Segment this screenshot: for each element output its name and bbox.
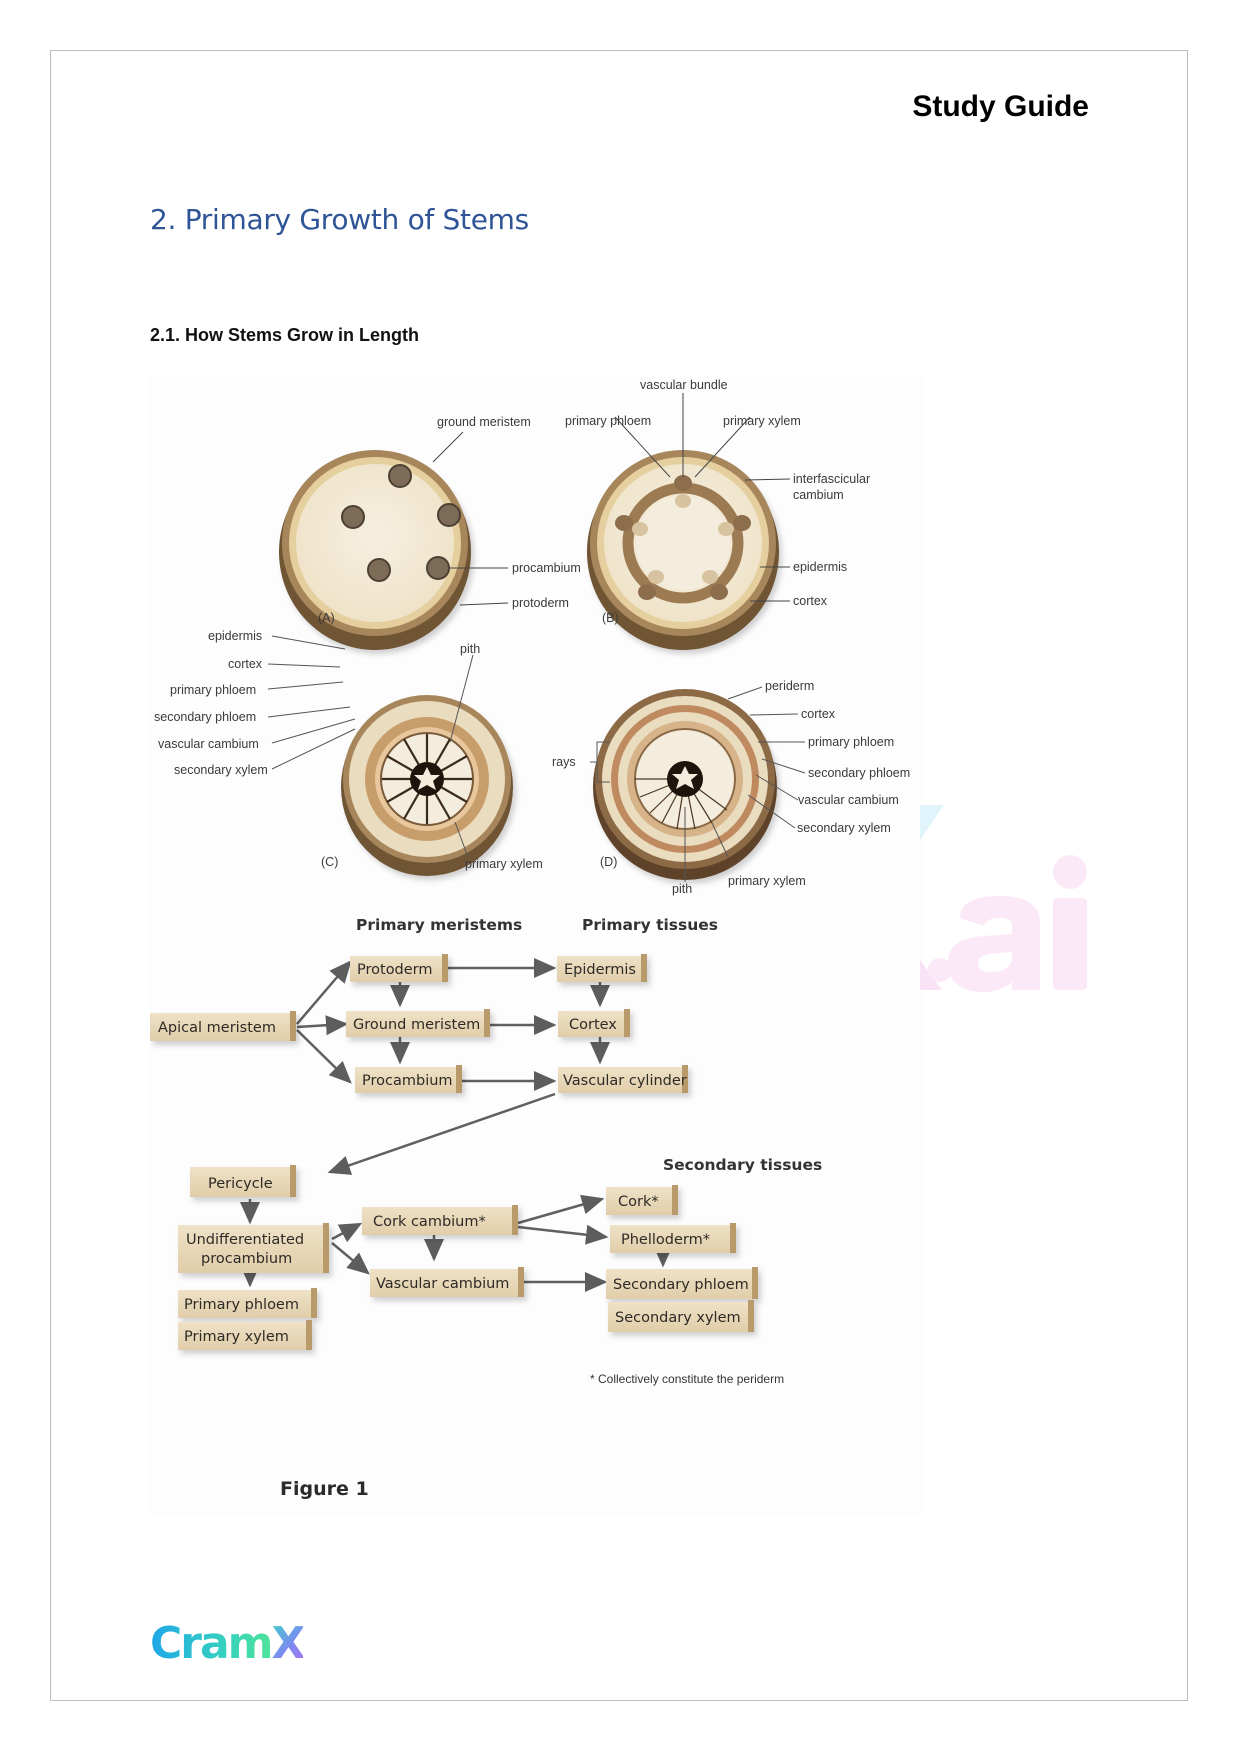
callout-protoderm: protoderm xyxy=(512,596,569,610)
panel-d-stem-section: periderm cortex primary phloem secondary… xyxy=(552,679,910,896)
panel-b-label: (B) xyxy=(602,611,619,625)
panel-a-stem-section: ground meristem procambium protoderm (A) xyxy=(279,415,581,650)
logo-text-x: X xyxy=(271,1618,306,1669)
svg-text:Vascular cylinder: Vascular cylinder xyxy=(563,1073,687,1089)
box-epidermis: Epidermis xyxy=(557,954,647,982)
box-vascular-cambium: Vascular cambium xyxy=(370,1267,524,1297)
box-cortex: Cortex xyxy=(558,1009,630,1037)
figure-1: ground meristem procambium protoderm (A) xyxy=(150,377,922,1514)
box-phelloderm: Phelloderm* xyxy=(610,1223,736,1253)
watermark-ai xyxy=(920,805,1087,992)
cramx-logo: CramX xyxy=(150,1618,306,1669)
svg-text:Vascular cambium: Vascular cambium xyxy=(376,1276,509,1292)
svg-text:Ground meristem: Ground meristem xyxy=(353,1017,480,1033)
callout-cambium: cambium xyxy=(793,488,844,502)
callout-secondary-xylem: secondary xylem xyxy=(174,763,268,777)
panel-c-label: (C) xyxy=(321,855,338,869)
box-cork: Cork* xyxy=(606,1185,678,1215)
svg-text:Procambium: Procambium xyxy=(362,1073,453,1089)
header-primary-tissues: Primary tissues xyxy=(582,916,718,934)
header-primary-meristems: Primary meristems xyxy=(356,916,522,934)
panel-b-stem-section: vascular bundle primary phloem primary x… xyxy=(565,378,870,650)
logo-text-cram: Cram xyxy=(150,1618,274,1669)
subsection-title: 2.1. How Stems Grow in Length xyxy=(150,325,420,345)
box-vascular-cylinder: Vascular cylinder xyxy=(558,1065,688,1093)
callout-procambium: procambium xyxy=(512,561,581,575)
panel-d-label: (D) xyxy=(600,855,617,869)
box-primary-phloem: Primary phloem xyxy=(178,1288,317,1318)
callout-vascular-cambium: vascular cambium xyxy=(798,793,899,807)
callout-secondary-xylem: secondary xylem xyxy=(797,821,891,835)
callout-primary-xylem: primary xylem xyxy=(723,414,801,428)
box-ground-meristem: Ground meristem xyxy=(346,1009,490,1037)
stem-growth-diagram: ground meristem procambium protoderm (A) xyxy=(150,378,910,1500)
tissue-flowchart: Primary meristems Primary tissues Second… xyxy=(150,916,822,1386)
box-protoderm: Protoderm xyxy=(350,954,448,982)
svg-text:procambium: procambium xyxy=(201,1251,292,1267)
callout-rays: rays xyxy=(552,755,576,769)
svg-text:Epidermis: Epidermis xyxy=(564,962,636,978)
callout-cortex: cortex xyxy=(228,657,263,671)
callout-ground-meristem: ground meristem xyxy=(437,415,531,429)
svg-text:Apical meristem: Apical meristem xyxy=(158,1020,276,1036)
callout-primary-xylem: primary xylem xyxy=(728,874,806,888)
callout-secondary-phloem: secondary phloem xyxy=(154,710,256,724)
svg-text:Undifferentiated: Undifferentiated xyxy=(186,1232,304,1248)
callout-primary-phloem: primary phloem xyxy=(170,683,256,697)
svg-text:Secondary phloem: Secondary phloem xyxy=(613,1277,749,1293)
callout-pith: pith xyxy=(460,642,480,656)
figure-caption: Figure 1 xyxy=(280,1478,369,1500)
box-secondary-phloem: Secondary phloem xyxy=(606,1267,758,1299)
callout-vascular-bundle: vascular bundle xyxy=(640,378,728,392)
box-procambium: Procambium xyxy=(355,1065,462,1093)
svg-text:Cortex: Cortex xyxy=(569,1017,617,1033)
box-apical-meristem: Apical meristem xyxy=(150,1011,296,1041)
panel-c-stem-section: pith epidermis cortex primary phloem sec… xyxy=(154,629,543,876)
svg-text:Cork cambium*: Cork cambium* xyxy=(373,1214,486,1230)
callout-cortex: cortex xyxy=(801,707,836,721)
svg-text:Pericycle: Pericycle xyxy=(208,1176,273,1192)
svg-text:Cork*: Cork* xyxy=(618,1194,659,1210)
page-frame xyxy=(50,50,1188,1701)
svg-text:Secondary xylem: Secondary xylem xyxy=(615,1310,741,1326)
callout-periderm: periderm xyxy=(765,679,814,693)
svg-text:Protoderm: Protoderm xyxy=(357,962,433,978)
section-title: 2. Primary Growth of Stems xyxy=(150,203,529,236)
callout-pith: pith xyxy=(672,882,692,896)
svg-text:Primary phloem: Primary phloem xyxy=(184,1297,299,1313)
box-cork-cambium: Cork cambium* xyxy=(362,1205,518,1235)
callout-epidermis: epidermis xyxy=(208,629,262,643)
box-undifferentiated-procambium: Undifferentiated procambium xyxy=(178,1223,329,1273)
callout-cortex: cortex xyxy=(793,594,828,608)
svg-text:Phelloderm*: Phelloderm* xyxy=(621,1232,710,1248)
box-primary-xylem: Primary xylem xyxy=(178,1320,312,1350)
callout-secondary-phloem: secondary phloem xyxy=(808,766,910,780)
callout-primary-phloem: primary phloem xyxy=(565,414,651,428)
callout-epidermis: epidermis xyxy=(793,560,847,574)
header-title: Study Guide xyxy=(912,90,1089,123)
callout-primary-phloem: primary phloem xyxy=(808,735,894,749)
callout-vascular-cambium: vascular cambium xyxy=(158,737,259,751)
svg-text:Primary xylem: Primary xylem xyxy=(184,1329,289,1345)
box-pericycle: Pericycle xyxy=(190,1165,296,1197)
callout-primary-xylem: primary xylem xyxy=(465,857,543,871)
header-secondary-tissues: Secondary tissues xyxy=(663,1156,822,1174)
callout-interfascicular: interfascicular xyxy=(793,472,870,486)
box-secondary-xylem: Secondary xylem xyxy=(608,1300,754,1332)
panel-a-label: (A) xyxy=(318,611,335,625)
footnote: * Collectively constitute the periderm xyxy=(590,1372,784,1386)
